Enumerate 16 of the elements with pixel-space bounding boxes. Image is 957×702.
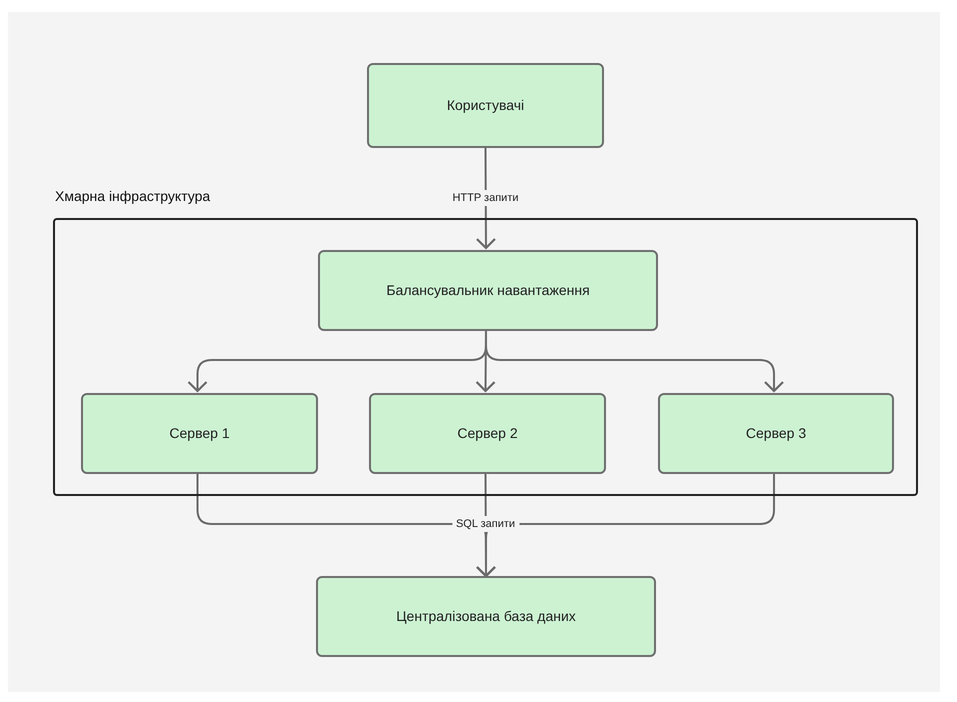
arrow — [485, 329, 784, 392]
box-label: Балансувальник навантаження — [386, 281, 590, 300]
arrow — [476, 472, 775, 578]
box-label: Сервер 3 — [746, 424, 806, 443]
process-box — [318, 250, 658, 331]
group-heading: Хмарна інфраструктура — [55, 187, 210, 206]
process-box — [369, 393, 606, 474]
box-label: Сервер 1 — [169, 424, 230, 443]
box-label: Сервер 2 — [457, 424, 518, 443]
process-box — [316, 576, 656, 657]
box-label: Централізована база даних — [396, 607, 576, 626]
edge-label: SQL запити — [452, 516, 520, 532]
process-box — [658, 393, 894, 474]
process-box — [367, 63, 604, 148]
box-label: Користувачі — [446, 96, 524, 115]
process-box — [81, 393, 318, 474]
